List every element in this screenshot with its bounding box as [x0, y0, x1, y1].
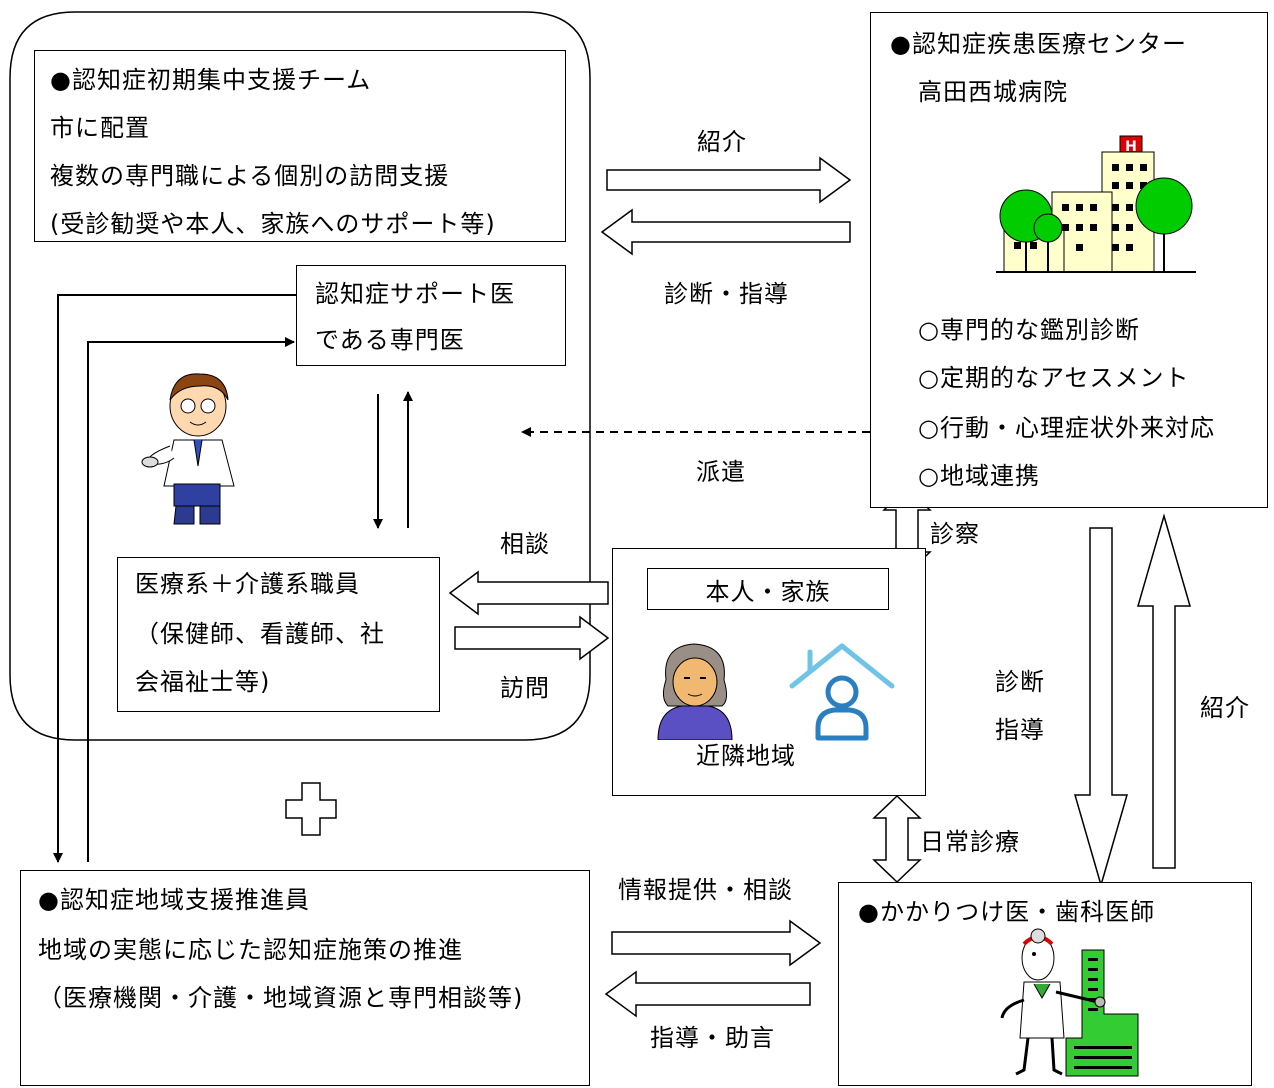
- center-item-1: ○専門的な鑑別診断: [918, 316, 1140, 344]
- label-info-consult: 情報提供・相談: [618, 876, 793, 904]
- label-exam: 診察: [930, 520, 980, 548]
- referral-up-arrow: [1137, 513, 1191, 869]
- visit-right-arrow: [454, 615, 610, 661]
- promoter-to-doctor-line: [87, 337, 295, 862]
- staff-line1: 医療系＋介護系職員: [135, 570, 360, 598]
- advice-left-arrow: [604, 970, 811, 1018]
- daily-care-double-arrow: [872, 794, 922, 884]
- doctor-to-promoter-line: [53, 294, 296, 863]
- diagnosis-left-arrow: [600, 208, 851, 256]
- label-consult: 相談: [500, 530, 550, 558]
- center-title: ●認知症疾患医療センター: [890, 30, 1187, 58]
- label-referral-right: 紹介: [1200, 694, 1250, 722]
- staff-line2: （保健師、看護師、社: [135, 620, 385, 648]
- info-consult-right-arrow: [611, 919, 822, 967]
- center-box: [870, 12, 1268, 508]
- consult-left-arrow: [448, 570, 609, 616]
- support-doctor-line2: である専門医: [315, 326, 465, 354]
- promoter-line2: （医療機関・介護・地域資源と専門相談等): [38, 984, 524, 1012]
- plus-icon: [285, 782, 337, 836]
- team-line2: 複数の専門職による個別の訪問支援: [50, 162, 450, 190]
- staff-box: [117, 557, 440, 712]
- staff-line3: 会福祉士等): [135, 668, 271, 696]
- label-diagnosis-guidance: 診断・指導: [664, 280, 789, 308]
- home-icon: [789, 643, 895, 741]
- label-dispatch: 派遣: [696, 458, 746, 486]
- label-referral-top: 紹介: [697, 128, 747, 156]
- team-line3: (受診勧奨や本人、家族へのサポート等): [50, 210, 496, 238]
- promoter-line1: 地域の実態に応じた認知症施策の推進: [38, 936, 463, 964]
- team-title: ●認知症初期集中支援チーム: [50, 66, 372, 94]
- label-guidance-advice: 指導・助言: [650, 1024, 775, 1052]
- team-line1: 市に配置: [50, 114, 150, 142]
- gp-doctor-icon: [1000, 928, 1139, 1077]
- center-item-4: ○地域連携: [918, 462, 1040, 490]
- doctor-icon: [141, 373, 235, 525]
- family-area: 近隣地域: [696, 742, 796, 770]
- label-daily-care: 日常診療: [920, 828, 1020, 856]
- team-frame: [9, 11, 591, 741]
- support-doctor-line1: 認知症サポート医: [315, 280, 515, 308]
- gp-title: ●かかりつけ医・歯科医師: [858, 898, 1156, 926]
- center-item-3: ○行動・心理症状外来対応: [918, 414, 1215, 442]
- hospital-icon: H: [996, 135, 1196, 273]
- team-box: [34, 50, 566, 242]
- promoter-box: [20, 870, 590, 1086]
- center-hospital: 高田西城病院: [918, 78, 1068, 106]
- referral-right-arrow: [606, 156, 852, 204]
- label-guide: 指導: [995, 716, 1045, 744]
- svg-text:H: H: [1125, 139, 1137, 155]
- center-item-2: ○定期的なアセスメント: [918, 364, 1190, 392]
- label-diag: 診断: [995, 668, 1045, 696]
- label-visit: 訪問: [500, 674, 550, 702]
- family-label-box: [647, 568, 889, 610]
- promoter-title: ●認知症地域支援推進員: [38, 886, 310, 914]
- elderly-person-icon: [657, 643, 733, 740]
- family-label: 本人・家族: [705, 578, 831, 606]
- diagnosis-down-arrow: [1074, 527, 1128, 888]
- support-doctor-box: [296, 265, 566, 366]
